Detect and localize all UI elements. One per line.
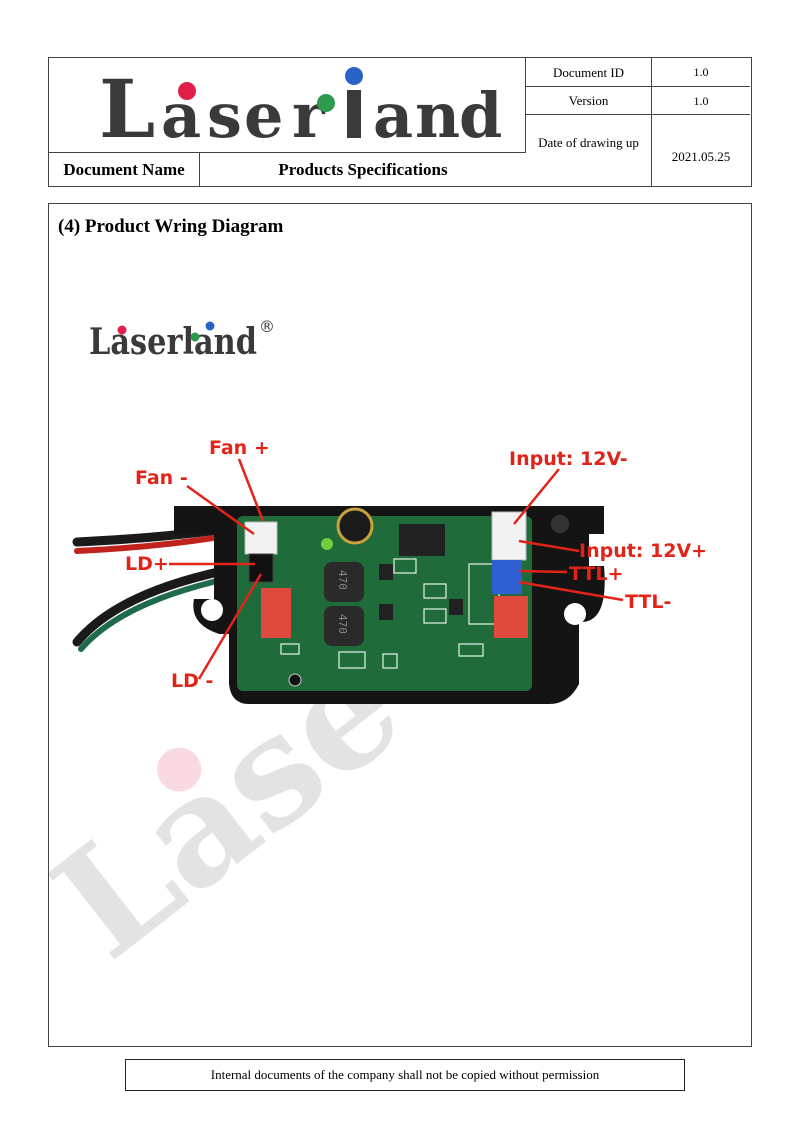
ttl-connector: [492, 560, 522, 594]
fan-plus-line: [237, 458, 265, 522]
ttl-minus-line: [518, 580, 624, 602]
document-meta-table: Document ID 1.0 Version 1.0 Date of draw…: [526, 58, 750, 186]
wiring-diagram-figure: Lase Laserland ®: [49, 317, 707, 992]
ic-small-2: [379, 604, 393, 620]
wiring-diagram-section: (4) Product Wring Diagram Lase Laserland…: [48, 203, 752, 1047]
label-ttl-minus: TTL-: [625, 591, 671, 613]
input-connector: [491, 511, 527, 561]
brand-blue-dot: [205, 321, 215, 331]
mount-hole-right: [564, 603, 586, 625]
laser-driver-board: 470 470: [174, 506, 605, 704]
mount-hole-left: [201, 599, 223, 621]
ic-small-3: [449, 599, 463, 615]
logo-red-dot: [178, 82, 196, 100]
mount-screw-right: [551, 515, 569, 533]
ld-connector: [248, 553, 274, 583]
label-ld-minus: LD -: [171, 670, 213, 692]
logo-letter-a2: a: [373, 79, 413, 151]
ttl-plus-line: [518, 569, 568, 574]
document-name-value: Products Specifications: [278, 160, 448, 179]
logo-green-dot: [317, 94, 335, 112]
document-id-label: Document ID: [526, 58, 652, 87]
logo-letter-e: e: [244, 79, 283, 151]
ic-small-1: [379, 564, 393, 580]
potentiometer: [288, 673, 302, 687]
product-brand-logo: Laserland ®: [89, 317, 275, 363]
inductor-top-marking: 470: [336, 570, 349, 590]
fan-connector: [244, 521, 278, 555]
product-brand-text: Laserland: [89, 321, 257, 363]
version-label: Version: [526, 87, 652, 115]
version-value: 1.0: [652, 87, 750, 115]
label-ld-plus: LD+: [125, 553, 169, 575]
status-led: [321, 538, 333, 550]
logo-letter-r: r: [292, 79, 326, 151]
date-label: Date of drawing up: [526, 115, 652, 186]
pcb: [237, 516, 532, 691]
logo-letter-s: s: [207, 79, 242, 151]
inductor-bottom: [324, 606, 364, 646]
label-ttl-plus: TTL+: [569, 563, 623, 585]
registered-mark: ®: [259, 317, 275, 336]
logo-letter-L: L: [99, 62, 155, 151]
brand-green-dot: [190, 332, 200, 342]
ld-minus-line: [197, 573, 263, 680]
laserland-logo: L a s e r a n d: [99, 62, 502, 156]
header-logo-cell: L a s e r a n d: [49, 58, 526, 156]
inductor-bottom-marking: 470: [336, 614, 349, 634]
input-plus-line: [518, 539, 580, 553]
fan-minus-line: [186, 484, 255, 536]
logo-letter-l: [347, 90, 361, 138]
label-fan-plus: Fan +: [209, 437, 270, 459]
document-id-value: 1.0: [652, 58, 750, 87]
inductor-top: [324, 562, 364, 602]
logo-letter-d: d: [459, 79, 502, 151]
watermark-red-dot: [157, 747, 202, 792]
callout-lines: [169, 458, 624, 680]
date-value: 2021.05.25: [671, 149, 731, 164]
document-name-label: Document Name: [49, 153, 200, 186]
capacitor: [336, 507, 374, 545]
label-input-minus: Input: 12V-: [509, 448, 628, 470]
input-minus-line: [513, 468, 560, 525]
label-fan-minus: Fan -: [135, 467, 188, 489]
power-ic: [399, 524, 445, 556]
red-connector-left: [261, 588, 291, 638]
logo-blue-dot: [345, 67, 363, 85]
document-header: L a s e r a n d Document Name Products S…: [48, 57, 752, 187]
label-input-plus: Input: 12V+: [579, 540, 707, 562]
section-title: (4) Product Wring Diagram: [58, 216, 284, 237]
footer-notice: Internal documents of the company shall …: [125, 1059, 685, 1091]
logo-letter-n: n: [415, 79, 460, 151]
document-name-row: Document Name Products Specifications: [49, 153, 526, 186]
brand-red-dot: [117, 325, 127, 335]
red-connector-right: [494, 596, 528, 638]
